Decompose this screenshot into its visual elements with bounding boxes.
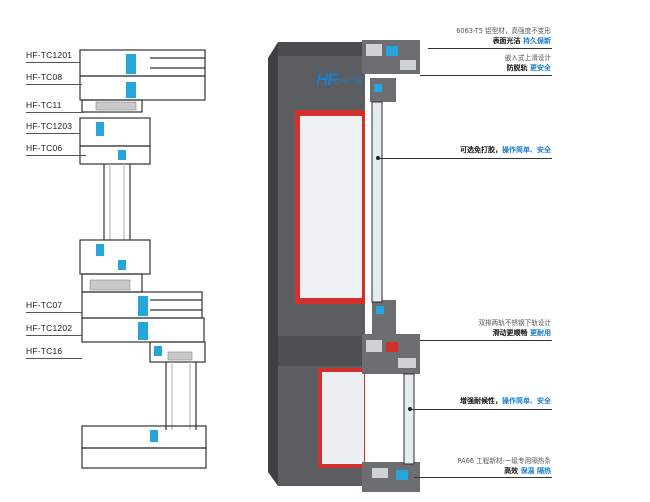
upper-glass [300, 116, 362, 298]
brand-logo: HF 合丰门窗 [316, 70, 366, 96]
annotation-leader [420, 340, 552, 341]
annotation-dot [376, 156, 380, 160]
profile-end-cap [362, 40, 420, 492]
leader-line [26, 358, 82, 359]
leader-line [26, 155, 86, 156]
annotation-dot [408, 407, 412, 411]
annotation-line2: 滑动更顺畅 更耐用 [492, 329, 551, 337]
annotation-line1: PA66 工程新材-一级专用隔热条 [457, 457, 551, 465]
annotation: 可选免打胶，操作简单、安全 [460, 145, 551, 155]
annotation-leader [410, 409, 552, 410]
annotation-line2: 可选免打胶，操作简单、安全 [460, 146, 551, 154]
annotation-line2: 增强耐候性，操作简单、安全 [460, 397, 551, 405]
profile-label: HF-TC1203 [26, 121, 73, 131]
annotation: 增强耐候性，操作简单、安全 [460, 396, 551, 406]
profile-label: HF-TC08 [26, 72, 63, 82]
annotation-leader [420, 75, 552, 76]
annotation: 嵌入式上滑设计 防脱轨 更安全 [505, 53, 551, 73]
annotation-line1: 嵌入式上滑设计 [504, 54, 551, 62]
annotation-leader [428, 48, 552, 49]
profile-label: HF-TC1202 [26, 323, 73, 333]
frame-side-face [268, 42, 278, 486]
leader-line [26, 62, 80, 63]
logo-mark: HF [316, 70, 338, 89]
lower-glass [322, 372, 364, 464]
profile-label: HF-TC07 [26, 300, 63, 310]
profile-label: HF-TC1201 [26, 50, 73, 60]
profile-label: HF-TC16 [26, 346, 63, 356]
annotation: PA66 工程新材-一级专用隔热条 高效 保温 隔热 [458, 456, 551, 476]
annotation: 双排两轨不锈钢下轨设计 滑动更顺畅 更耐用 [478, 318, 551, 338]
annotation-line2: 高效 保温 隔热 [504, 467, 551, 475]
leader-line [26, 133, 80, 134]
leader-line [26, 335, 82, 336]
annotation-line2: 表面光洁 持久保新 [492, 37, 551, 45]
logo-subtext: 合丰门窗 [334, 77, 362, 85]
profile-label: HF-TC06 [26, 143, 63, 153]
annotation-leader [378, 158, 552, 159]
annotation-line1: 双排两轨不锈钢下轨设计 [478, 319, 551, 327]
leader-line [26, 312, 82, 313]
annotation-line2: 防脱轨 更安全 [506, 64, 551, 72]
annotation-leader [414, 477, 552, 478]
leader-line [26, 84, 82, 85]
leader-line [26, 112, 84, 113]
annotation-line1: 6063-T5 铝型材，高强度不变形 [456, 27, 551, 35]
annotation: 6063-T5 铝型材，高强度不变形 表面光洁 持久保新 [456, 26, 551, 46]
profile-label: HF-TC11 [26, 100, 62, 110]
